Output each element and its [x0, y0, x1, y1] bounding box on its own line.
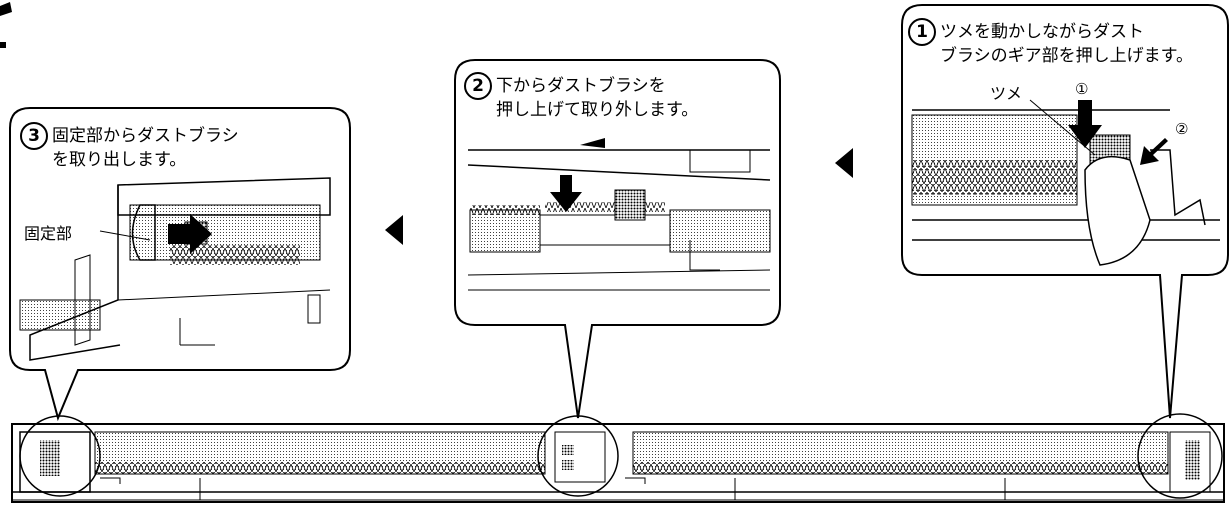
step-arrows [385, 148, 853, 245]
arrow-step1-to-step2 [835, 148, 853, 178]
fixing-part-callout: 固定部 [24, 224, 73, 243]
step-3-number: 3 [20, 122, 48, 150]
bubble-step-1 [901, 4, 1229, 419]
bubble-step-3 [9, 107, 351, 422]
step-3-line2: を取り出します。 [52, 150, 187, 170]
claw-callout: ツメ [990, 84, 1023, 103]
step-2-number: 2 [464, 72, 492, 100]
step-1-number: 1 [908, 18, 936, 46]
arrow-step2-to-step3 [385, 215, 403, 245]
step-3-line1: 固定部からダストブラシ [52, 126, 239, 146]
step-1-line2: ブラシのギア部を押し上げます。 [940, 46, 1193, 66]
step-1-line1: ツメを動かしながらダスト [940, 22, 1144, 42]
sub-step-1-marker: ① [1075, 80, 1089, 98]
bubble-step-2 [454, 59, 781, 419]
header-fragment [0, 2, 12, 48]
brush-assembly [11, 413, 1225, 503]
step-2-line1: 下からダストブラシを [496, 76, 666, 96]
step-2-line2: 押し上げて取り外します。 [496, 100, 699, 120]
sub-step-2-marker: ② [1175, 120, 1189, 138]
